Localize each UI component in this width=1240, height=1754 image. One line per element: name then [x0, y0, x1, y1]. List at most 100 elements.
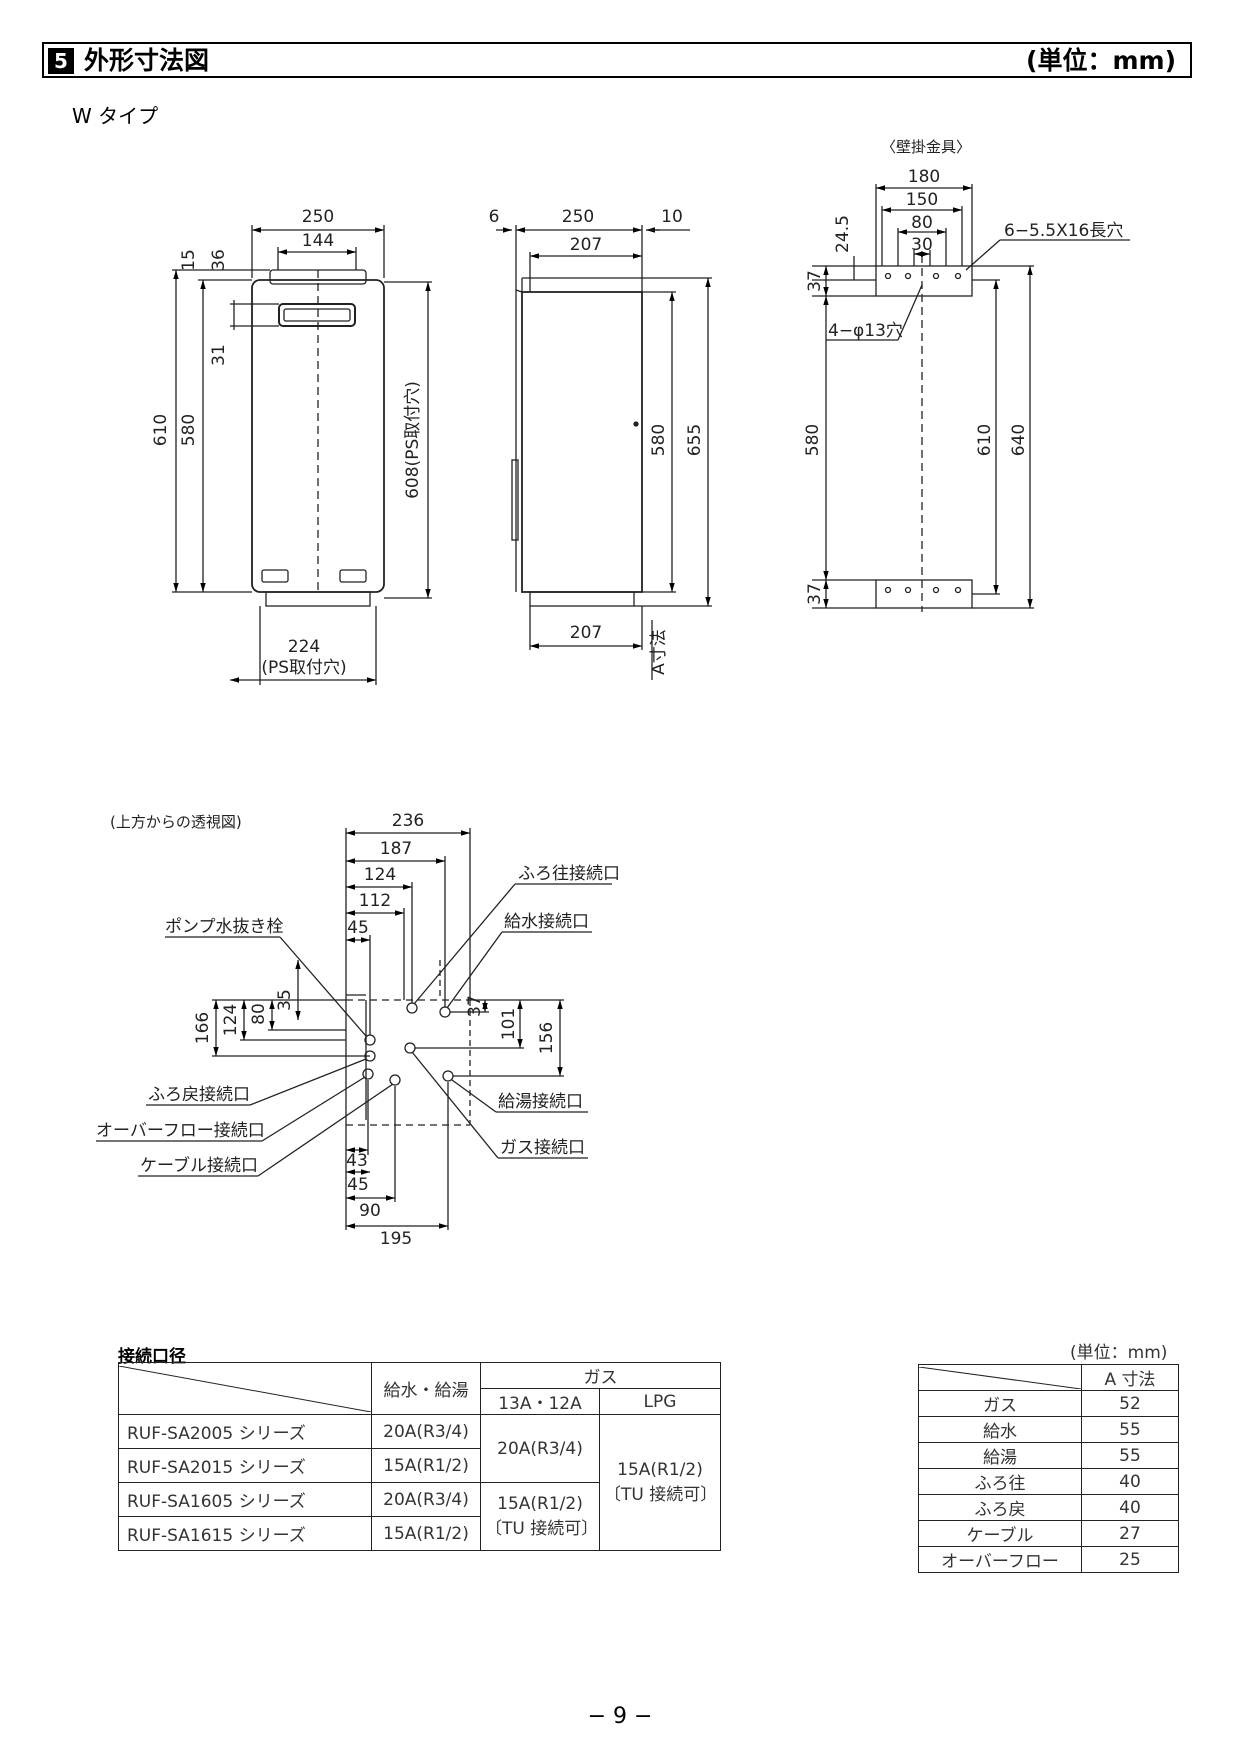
page-number: − 9 −	[587, 1704, 653, 1729]
top-dim-45: 45	[347, 918, 369, 938]
model-cell: RUF-SA2015 シリーズ	[118, 1448, 372, 1483]
side-dim-a: A寸法	[649, 629, 669, 675]
label-bath-out: ふろ往接続口	[518, 864, 620, 884]
a-row-value: 55	[1081, 1416, 1179, 1443]
gas-lpg-line1: 15A(R1/2)	[617, 1460, 703, 1480]
a-row-name: ガス	[918, 1390, 1082, 1417]
top-dim-124: 124	[364, 865, 396, 885]
left-dim-124: 124	[221, 1004, 241, 1036]
a-row-value: 55	[1081, 1442, 1179, 1469]
front-dim-36: 36	[209, 249, 229, 271]
model-cell: RUF-SA2005 シリーズ	[118, 1414, 372, 1449]
a-row-name: 給湯	[918, 1442, 1082, 1469]
bracket-slot-note: 6−5.5X16長穴	[1004, 221, 1123, 241]
diag-header-cell	[118, 1362, 372, 1415]
bottom-dim-195: 195	[380, 1229, 412, 1249]
header-water: 給水・給湯	[371, 1362, 481, 1415]
gas-13a-upper-cell: 20A(R3/4)	[480, 1414, 600, 1483]
a-row-name: オーバーフロー	[918, 1546, 1082, 1573]
bottom-dim-45: 45	[347, 1175, 369, 1195]
front-dim-608: 608(PS取付穴)	[403, 381, 423, 499]
bracket-dim-245: 24.5	[833, 215, 853, 253]
a-row-value: 25	[1081, 1546, 1179, 1573]
side-view	[496, 225, 712, 680]
header-gas: ガス	[480, 1362, 721, 1389]
label-overflow: オーバーフロー接続口	[96, 1121, 265, 1141]
a-row-value: 40	[1081, 1468, 1179, 1495]
right-dim-101: 101	[499, 1008, 519, 1040]
gas-13a-lower-line2: 〔TU 接続可〕	[485, 1519, 599, 1539]
water-cell: 20A(R3/4)	[371, 1482, 481, 1517]
bracket-dim-30: 30	[911, 235, 933, 255]
right-dim-156: 156	[537, 1022, 557, 1054]
side-dim-580: 580	[649, 424, 669, 456]
bracket-dim-37-bottom: 37	[805, 583, 825, 605]
front-view	[172, 225, 432, 685]
a-row-name: ふろ往	[918, 1468, 1082, 1495]
right-dim-37: 37	[465, 995, 485, 1017]
a-row-value: 27	[1081, 1520, 1179, 1547]
type-subtitle: W タイプ	[72, 104, 159, 128]
header-gas-lpg: LPG	[599, 1388, 721, 1415]
side-dim-250: 250	[562, 207, 594, 227]
model-cell: RUF-SA1615 シリーズ	[118, 1516, 372, 1551]
gas-13a-lower-line1: 15A(R1/2)	[497, 1494, 583, 1514]
top-view	[96, 828, 612, 1230]
a-table-unit: (単位：mm)	[1070, 1343, 1168, 1363]
bracket-view	[812, 184, 1130, 612]
a-row-name: 給水	[918, 1416, 1082, 1443]
side-dim-6: 6	[489, 207, 500, 227]
label-cable: ケーブル接続口	[140, 1155, 258, 1176]
front-dim-224: 224	[288, 637, 320, 657]
top-view-caption: (上方からの透視図)	[110, 813, 242, 831]
label-water-in: 給水接続口	[504, 912, 589, 932]
water-cell: 20A(R3/4)	[371, 1414, 481, 1449]
water-cell: 15A(R1/2)	[371, 1448, 481, 1483]
a-header: A 寸法	[1081, 1364, 1179, 1391]
bracket-dim-640: 640	[1009, 424, 1029, 456]
a-row-value: 52	[1081, 1390, 1179, 1417]
bracket-caption: 〈壁掛金具〉	[881, 138, 971, 156]
gas-13a-lower-cell: 15A(R1/2) 〔TU 接続可〕	[480, 1482, 600, 1551]
bracket-dim-180: 180	[908, 167, 940, 187]
front-dim-610: 610	[151, 414, 171, 446]
top-dim-187: 187	[380, 839, 412, 859]
section-title: 外形寸法図	[84, 46, 210, 75]
header-gas-13a: 13A・12A	[480, 1388, 600, 1415]
unit-label: (単位：mm)	[1026, 46, 1176, 75]
side-dim-655: 655	[685, 424, 705, 456]
section-header: 5 外形寸法図 (単位：mm)	[42, 42, 1192, 78]
top-dim-236: 236	[392, 811, 424, 831]
top-dim-112: 112	[359, 891, 391, 911]
bracket-dim-37-top: 37	[805, 270, 825, 292]
side-dim-207-bottom: 207	[570, 623, 602, 643]
front-dim-vent: 144	[302, 231, 334, 251]
bracket-dim-610: 610	[975, 424, 995, 456]
a-row-name: ふろ戻	[918, 1494, 1082, 1521]
gas-lpg-cell: 15A(R1/2) 〔TU 接続可〕	[599, 1414, 721, 1551]
water-cell: 15A(R1/2)	[371, 1516, 481, 1551]
bracket-dim-150: 150	[906, 190, 938, 210]
label-bath-return: ふろ戻接続口	[148, 1085, 250, 1105]
a-diag-header-cell	[918, 1364, 1082, 1391]
label-hot-water: 給湯接続口	[498, 1092, 583, 1112]
bracket-dim-580: 580	[803, 424, 823, 456]
a-row-name: ケーブル	[918, 1520, 1082, 1547]
label-pump-drain: ポンプ水抜き栓	[165, 917, 284, 937]
section-number: 5	[48, 48, 74, 74]
front-dim-15: 15	[179, 249, 199, 271]
gas-lpg-line2: 〔TU 接続可〕	[604, 1485, 718, 1505]
front-dim-ps-note: (PS取付穴)	[261, 658, 346, 678]
side-dim-10: 10	[661, 207, 683, 227]
model-cell: RUF-SA1605 シリーズ	[118, 1482, 372, 1517]
front-dim-580: 580	[179, 414, 199, 446]
a-row-value: 40	[1081, 1494, 1179, 1521]
dimension-drawings: 250 144 15 36 31 610 580 608(PS取付穴) 224 …	[96, 138, 1130, 1249]
label-gas: ガス接続口	[500, 1138, 585, 1158]
side-dim-207-top: 207	[570, 235, 602, 255]
left-dim-166: 166	[193, 1012, 213, 1044]
bottom-dim-90: 90	[359, 1201, 381, 1221]
bottom-dim-43: 43	[346, 1151, 368, 1171]
bracket-dim-80: 80	[911, 213, 933, 233]
